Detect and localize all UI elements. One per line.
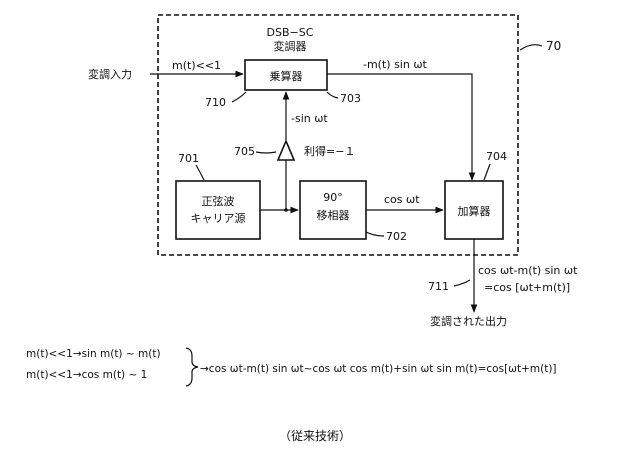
- output-label: 変調された出力: [430, 314, 507, 328]
- phase-shifter-line1: 90°: [323, 191, 343, 204]
- multiplier-block: [244, 59, 328, 91]
- adder-label: 加算器: [458, 204, 491, 218]
- input-condition: m(t)<<1: [172, 59, 221, 72]
- oscillator-ref: 701: [178, 152, 199, 165]
- module-title-line2: 変調器: [274, 39, 307, 53]
- multiplier-ref-b: 703: [340, 92, 361, 105]
- cos-label: cos ωt: [384, 193, 420, 206]
- oscillator-line1: 正弦波: [202, 194, 235, 208]
- neg-sin-label: -sin ωt: [291, 112, 328, 125]
- module-title-line1: DSB−SC: [267, 26, 314, 39]
- inverter-triangle: [276, 138, 296, 161]
- adder-ref-leader: [483, 163, 491, 181]
- approx-result: →cos ωt-m(t) sin ωt~cos ωt cos m(t)+sin …: [200, 363, 557, 375]
- multiplier-ref-b-leader: [326, 91, 339, 99]
- inverter-gain: 利得=−１: [304, 145, 355, 158]
- inverter-ref-leader: [255, 151, 277, 154]
- multiplier-label: 乗算器: [270, 69, 303, 83]
- multiplier-ref-a: 710: [205, 96, 226, 109]
- phase-shifter-ref: 702: [386, 230, 407, 243]
- output-line1: cos ωt-m(t) sin ωt: [478, 264, 578, 277]
- approx-line2: m(t)<<1→cos m(t) ~ 1: [26, 369, 147, 381]
- phase-shifter-block: [299, 180, 367, 240]
- multiplier-to-adder-line: [327, 73, 476, 181]
- modulator-boundary: [157, 14, 519, 256]
- multiplier-ref-a-leader: [231, 91, 247, 103]
- module-ref: 70: [546, 39, 561, 53]
- oscillator-ref-leader: [195, 164, 205, 181]
- adder-block: [444, 180, 504, 240]
- oscillator-line2: キャリア源: [191, 211, 246, 225]
- module-ref-leader: [519, 44, 543, 51]
- oscillator-block: [175, 180, 261, 240]
- phase-shifter-ref-leader: [365, 231, 385, 237]
- approx-brace: [185, 347, 199, 387]
- output-line2: =cos [ωt+m(t)]: [484, 281, 570, 294]
- junction-dot: [284, 208, 288, 212]
- approx-line1: m(t)<<1→sin m(t) ~ m(t): [26, 348, 161, 360]
- multiplier-output-label: -m(t) sin ωt: [363, 58, 428, 71]
- caption: （従来技術）: [279, 429, 351, 443]
- phase-shifter-line2: 移相器: [317, 209, 350, 222]
- output-ref: 711: [428, 280, 449, 293]
- adder-ref: 704: [486, 150, 507, 163]
- input-label: 変調入力: [88, 67, 132, 81]
- output-ref-leader: [453, 279, 471, 287]
- inverter-ref: 705: [234, 145, 255, 158]
